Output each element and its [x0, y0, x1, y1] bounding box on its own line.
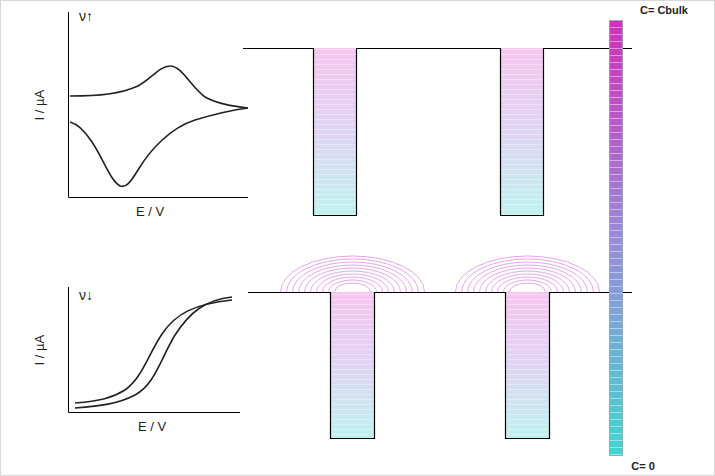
electrode-wells-top — [243, 48, 632, 216]
diffusion-arc — [311, 271, 395, 292]
cv-curve-top — [70, 66, 248, 186]
cv-axes-top — [69, 12, 249, 198]
diffusion-arc — [305, 268, 401, 292]
axis-label: E / V — [136, 205, 164, 219]
diffusion-arc — [317, 274, 389, 292]
concentration-scale — [609, 20, 623, 456]
scale-label: C= Cbulk — [640, 4, 688, 16]
scale-label: C= 0 — [631, 460, 655, 472]
diffusion-hemispheres — [281, 256, 600, 292]
cv-axes-bottom — [69, 287, 241, 413]
diffusion-arc — [329, 280, 377, 292]
diffusion-arc — [486, 271, 570, 292]
cv-curve-bottom — [75, 297, 232, 408]
diffusion-arc — [492, 274, 564, 292]
diffusion-arc — [281, 256, 425, 292]
axis-label: I / µA — [33, 335, 47, 366]
axis-label: E / V — [138, 420, 166, 434]
diffusion-arc — [510, 283, 546, 292]
electrode-wells-bottom — [248, 292, 632, 439]
axis-label: I / µA — [33, 90, 47, 121]
diffusion-arc — [480, 268, 576, 292]
diffusion-arc — [504, 280, 552, 292]
diffusion-arc — [456, 256, 600, 292]
scan-rate-label: ν↓ — [79, 288, 93, 303]
diffusion-arc — [323, 277, 383, 292]
diffusion-arc — [498, 277, 558, 292]
diffusion-arc — [335, 283, 371, 292]
scan-rate-label: ν↑ — [79, 9, 93, 24]
